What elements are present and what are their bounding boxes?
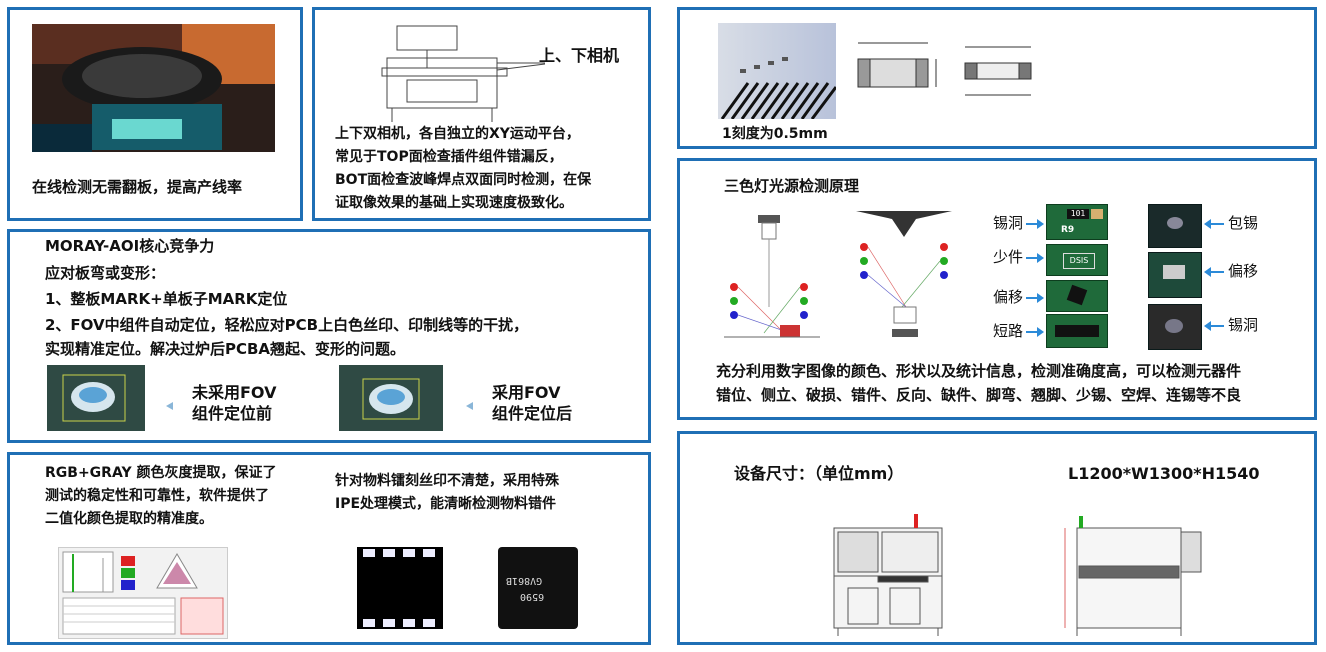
panel-rgb-gray: RGB+GRAY 颜色灰度提取，保证了 测试的稳定性和可靠性，软件提供了 二值化… (7, 452, 651, 645)
light-title: 三色灯光源检测原理 (724, 177, 860, 195)
fov-after-pointer (466, 402, 473, 410)
light-line-1: 充分利用数字图像的颜色、形状以及统计信息，检测准确度高，可以检测元器件 (716, 362, 1242, 380)
chip-label-dsis: DSIS (1063, 253, 1095, 269)
panel-equipment-size: 设备尺寸：（单位mm） L1200*W1300*H1540 (677, 431, 1317, 645)
chip-dimension-drawing (840, 23, 950, 119)
pcb-defect-left-3 (1046, 280, 1108, 312)
defect-left-4: 短路 (993, 322, 1024, 340)
chip-side-drawing (945, 23, 1055, 119)
defect-left-arrow-4 (1026, 327, 1044, 337)
pcb-defect-right-3 (1148, 304, 1202, 350)
fov-before-pointer (166, 402, 173, 410)
fov-after-label-1: 采用FOV (492, 383, 561, 402)
defect-left-1: 锡洞 (993, 214, 1024, 232)
chip-marking-1: GV861B (506, 575, 543, 586)
color-extraction-software-screenshot (58, 547, 228, 639)
pcb-defect-left-4 (1046, 314, 1108, 348)
aoi-machine-photo (32, 24, 275, 152)
size-dims: L1200*W1300*H1540 (1068, 464, 1260, 483)
rgb-left-line-1: RGB+GRAY 颜色灰度提取，保证了 (45, 465, 277, 481)
fov-after-label-2: 组件定位后 (492, 404, 573, 423)
moray-line-2: 1、整板MARK+单板子MARK定位 (45, 290, 288, 308)
moray-line-3: 2、FOV中组件自动定位，轻松应对PCB上白色丝印、印制线等的干扰， (45, 316, 529, 334)
rgb-right-line-2: IPE处理模式，能清晰检测物料错件 (335, 496, 557, 512)
defect-left-arrow-3 (1026, 293, 1044, 303)
scale-ruler-photo (718, 23, 836, 119)
defect-right-arrow-3 (1204, 321, 1224, 331)
fov-after-image (339, 365, 443, 431)
defect-right-2: 偏移 (1228, 262, 1259, 280)
moray-title: MORAY-AOI核心竞争力 (45, 237, 215, 255)
panel-moray-core: MORAY-AOI核心竞争力 应对板弯或变形： 1、整板MARK+单板子MARK… (7, 229, 651, 443)
light-diagram-left (724, 207, 820, 343)
camera-line-2: 常见于TOP面检查插件组件错漏反， (335, 149, 563, 165)
camera-title: 上、下相机 (539, 46, 620, 65)
machine-side-drawing (1057, 512, 1209, 638)
defect-right-arrow-1 (1204, 219, 1224, 229)
pcb-defect-right-1 (1148, 204, 1202, 248)
rgb-left-line-2: 测试的稳定性和可靠性，软件提供了 (45, 488, 269, 504)
fov-before-image (47, 365, 145, 431)
camera-line-4: 证取像效果的基础上实现速度极致化。 (335, 195, 573, 211)
chip-label-101: 101 (1067, 209, 1089, 219)
light-line-2: 错位、侧立、破损、错件、反向、缺件、脚弯、翘脚、少锡、空焊、连锡等不良 (716, 386, 1242, 404)
chip-ipe-processed-photo: GV861B 6590 (498, 547, 578, 629)
fov-before-label-2: 组件定位前 (192, 404, 273, 423)
panel-dual-camera: 上、下相机 上下双相机，各自独立的XY运动平台， 常见于TOP面检查插件组件错漏… (312, 7, 651, 221)
defect-left-arrow-1 (1026, 219, 1044, 229)
defect-right-arrow-2 (1204, 267, 1224, 277)
rgb-right-line-1: 针对物料镭刻丝印不清楚，采用特殊 (335, 473, 559, 489)
light-diagram-right (856, 207, 952, 343)
caption-inline: 在线检测无需翻板，提高产线率 (32, 178, 243, 196)
moray-line-1: 应对板弯或变形： (45, 264, 166, 282)
chip-blurred-marking-photo (357, 547, 443, 629)
machine-front-drawing (830, 512, 950, 638)
camera-line-3: BOT面检查波峰焊点双面同时检测，在保 (335, 172, 592, 188)
chip-label-r9: R9 (1061, 225, 1075, 235)
panel-three-color-light: 三色灯光源检测原理 锡洞 (677, 158, 1317, 420)
pcb-defect-right-2 (1148, 252, 1202, 298)
moray-line-4: 实现精准定位。解决过炉后PCBA翘起、变形的问题。 (45, 340, 406, 358)
pcb-defect-left-2: DSIS (1046, 244, 1108, 276)
defect-left-2: 少件 (993, 248, 1024, 266)
pcb-defect-left-1: 101 R9 (1046, 204, 1108, 240)
size-label: 设备尺寸：（单位mm） (734, 464, 904, 483)
panel-inline-inspection: 在线检测无需翻板，提高产线率 (7, 7, 303, 221)
defect-right-3: 锡洞 (1228, 316, 1259, 334)
chip-marking-2: 6590 (520, 591, 545, 602)
defect-left-arrow-2 (1026, 253, 1044, 263)
defect-left-3: 偏移 (993, 288, 1024, 306)
scale-caption: 1刻度为0.5mm (722, 126, 828, 142)
camera-diagram (377, 18, 547, 124)
rgb-left-line-3: 二值化颜色提取的精准度。 (45, 511, 213, 527)
camera-line-1: 上下双相机，各自独立的XY运动平台， (335, 126, 580, 142)
fov-before-label-1: 未采用FOV (192, 383, 277, 402)
defect-right-1: 包锡 (1228, 214, 1259, 232)
panel-scale: 1刻度为0.5mm (677, 7, 1317, 149)
